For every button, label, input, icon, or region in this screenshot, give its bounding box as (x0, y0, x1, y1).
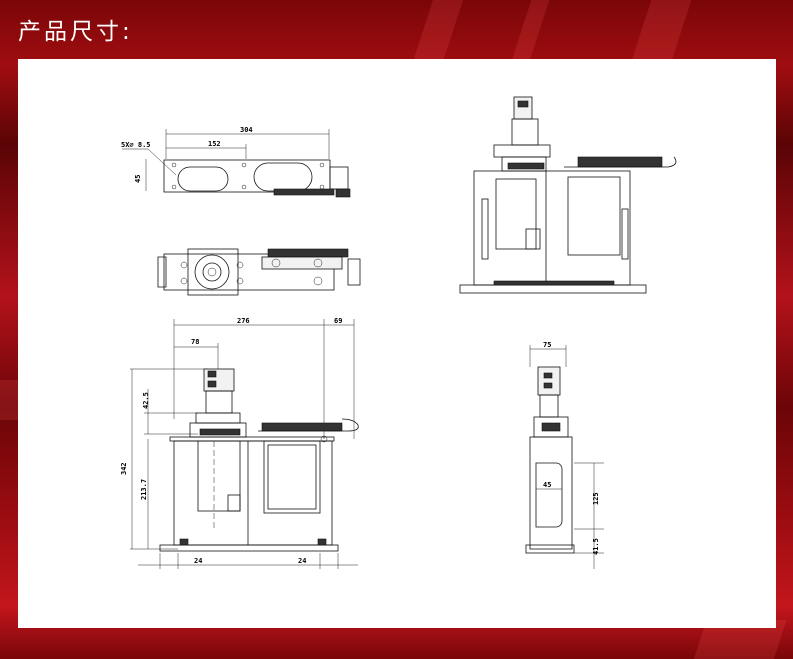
dim-side-45: 45 (543, 481, 551, 489)
side-view: 75 45 125 41.5 (525, 341, 604, 569)
technical-drawing: 304 152 5X⌀ 8.5 45 (120, 96, 677, 569)
dim-78: 78 (191, 338, 199, 346)
dim-side-41-5: 41.5 (592, 538, 600, 555)
front-view: 276 69 78 342 42.5 213.7 (120, 317, 359, 569)
side-view-top (157, 248, 361, 296)
page-title: 产品尺寸: (18, 19, 133, 45)
dim-hole-spec: 5X⌀ 8.5 (121, 141, 151, 149)
top-view: 304 152 5X⌀ 8.5 45 (121, 126, 351, 198)
dim-276: 276 (237, 317, 250, 325)
dim-342: 342 (120, 462, 128, 475)
dim-side-75: 75 (543, 341, 551, 349)
dim-42-5: 42.5 (142, 392, 150, 409)
dim-69: 69 (334, 317, 342, 325)
dim-152: 152 (208, 140, 221, 148)
dim-top-45: 45 (134, 175, 142, 183)
dim-24-right: 24 (298, 557, 306, 565)
dim-213-7: 213.7 (140, 479, 148, 500)
dimension-drawing-panel: 304 152 5X⌀ 8.5 45 (18, 59, 776, 628)
isometric-view (459, 96, 677, 294)
dim-side-125: 125 (592, 492, 600, 505)
dim-24-left: 24 (194, 557, 202, 565)
dim-304: 304 (240, 126, 253, 134)
